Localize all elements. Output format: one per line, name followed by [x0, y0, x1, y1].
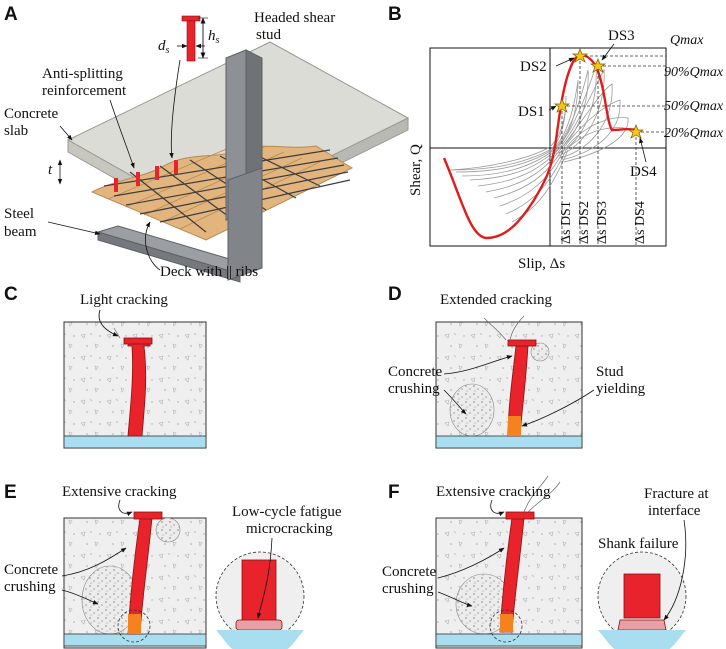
steel-beam-label-2: beam	[4, 224, 37, 240]
stud-yielding-label-1: Stud	[596, 364, 624, 380]
stud-head-c	[123, 337, 153, 345]
yield-zone-d	[508, 416, 521, 436]
headed-stud-label-2: stud	[256, 27, 282, 43]
panel-d: D Extended cracking Concrete crushing St…	[388, 284, 646, 449]
panel-d-letter: D	[388, 284, 402, 305]
x-axis-label: Slip, Δs	[518, 256, 565, 272]
base-plate-c	[63, 435, 207, 449]
stud-head-d	[507, 339, 537, 347]
yield-zone-f	[500, 614, 513, 632]
stud-yielding-label-2: yielding	[596, 381, 646, 397]
panel-e-letter: E	[4, 482, 17, 503]
headed-stud-label-1: Headed shear	[254, 10, 335, 26]
q50-label: 50%Qmax	[664, 99, 724, 114]
crushing-label-f-1: Concrete	[382, 564, 436, 580]
y-axis-label: Shear, Q	[408, 144, 424, 196]
crushing-zone-d	[449, 383, 495, 437]
slip-ticks: Δs DS1 Δs DS2 Δs DS3 Δs DS4	[559, 201, 648, 244]
tick-ds2: Δs DS2	[577, 201, 592, 244]
panel-e: E Extensive cracking Concrete crushing L…	[4, 482, 342, 649]
deck-arrow	[145, 221, 161, 271]
detail-marker-e	[117, 609, 151, 643]
ds3-star	[589, 58, 607, 73]
panel-c: C Light cracking	[4, 284, 207, 449]
tick-ds1: Δs DS1	[559, 201, 574, 244]
panel-f-letter: F	[388, 482, 400, 503]
ds-label: ds	[158, 38, 170, 56]
anti-splitting-label-1: Anti-splitting	[42, 66, 123, 82]
fatigue-label-2: microcracking	[246, 521, 333, 537]
stud-arrow	[169, 59, 181, 159]
studs-a	[114, 160, 178, 192]
panel-b: B	[388, 4, 724, 272]
steel-beam-label-1: Steel	[4, 206, 34, 222]
yield-zone-e	[128, 614, 141, 634]
steel-column-lower	[227, 167, 263, 281]
t-label: t	[48, 162, 53, 178]
fracture-detail-f	[597, 551, 687, 649]
extensive-cracking-label-f: Extensive cracking	[436, 484, 551, 500]
base-plate-e	[63, 633, 207, 647]
fracture-label-1: Fracture at	[644, 486, 709, 502]
crushing-label-d-2: crushing	[388, 381, 440, 397]
ds1-label: DS1	[518, 104, 545, 120]
ds4-label: DS4	[630, 164, 657, 180]
q20-label: 20%Qmax	[664, 126, 724, 141]
anti-splitting-arrow	[109, 99, 135, 169]
ds2-label: DS2	[520, 59, 547, 75]
q90-label: 90%Qmax	[664, 65, 724, 80]
stud-head-e	[133, 511, 163, 520]
deck-label: Deck with || ribs	[160, 264, 258, 280]
qmax-label: Qmax	[670, 33, 704, 48]
concrete-slab-label-1: Concrete	[4, 106, 58, 122]
light-cracking-label: Light cracking	[80, 292, 168, 308]
hysteresis-loops	[449, 65, 635, 223]
steel-beam-flange-side	[97, 231, 241, 283]
headed-stud-icon	[181, 15, 201, 62]
panel-f: F Extensive cracking Concrete crushing S…	[382, 475, 709, 649]
base-plate-d	[435, 435, 583, 449]
crushing-label-e-2: crushing	[4, 579, 56, 595]
reference-lines	[561, 55, 666, 246]
fatigue-label-1: Low-cycle fatigue	[232, 504, 342, 520]
hs-label: hs	[208, 28, 220, 46]
crushing-label-d-1: Concrete	[388, 364, 442, 380]
ds4-star	[627, 124, 645, 139]
concrete-slab-label-2: slab	[4, 123, 28, 139]
plot-frame	[429, 47, 667, 247]
panel-b-letter: B	[388, 4, 402, 25]
ds2-star	[571, 48, 589, 63]
panel-a: A	[4, 4, 410, 283]
ds-stars	[553, 48, 645, 139]
ds1-star	[553, 98, 571, 113]
panel-a-letter: A	[4, 4, 18, 25]
stud-c	[127, 339, 151, 437]
fatigue-detail-e	[215, 551, 305, 649]
detail-marker-f	[489, 609, 523, 643]
ds3-label: DS3	[608, 28, 635, 44]
stud-head-f	[505, 511, 535, 520]
panel-c-letter: C	[4, 284, 18, 305]
extensive-cracking-label-e: Extensive cracking	[62, 484, 177, 500]
fracture-label-2: interface	[648, 503, 701, 519]
extended-cracking-label: Extended cracking	[440, 292, 553, 308]
base-plate-f	[435, 633, 583, 647]
anti-splitting-label-2: reinforcement	[42, 83, 127, 99]
crushing-label-f-2: crushing	[382, 581, 434, 597]
tick-ds3: Δs DS3	[595, 201, 610, 244]
crushing-label-e-1: Concrete	[4, 562, 58, 578]
tick-ds4: Δs DS4	[633, 201, 648, 244]
shank-failure-label: Shank failure	[598, 536, 679, 552]
